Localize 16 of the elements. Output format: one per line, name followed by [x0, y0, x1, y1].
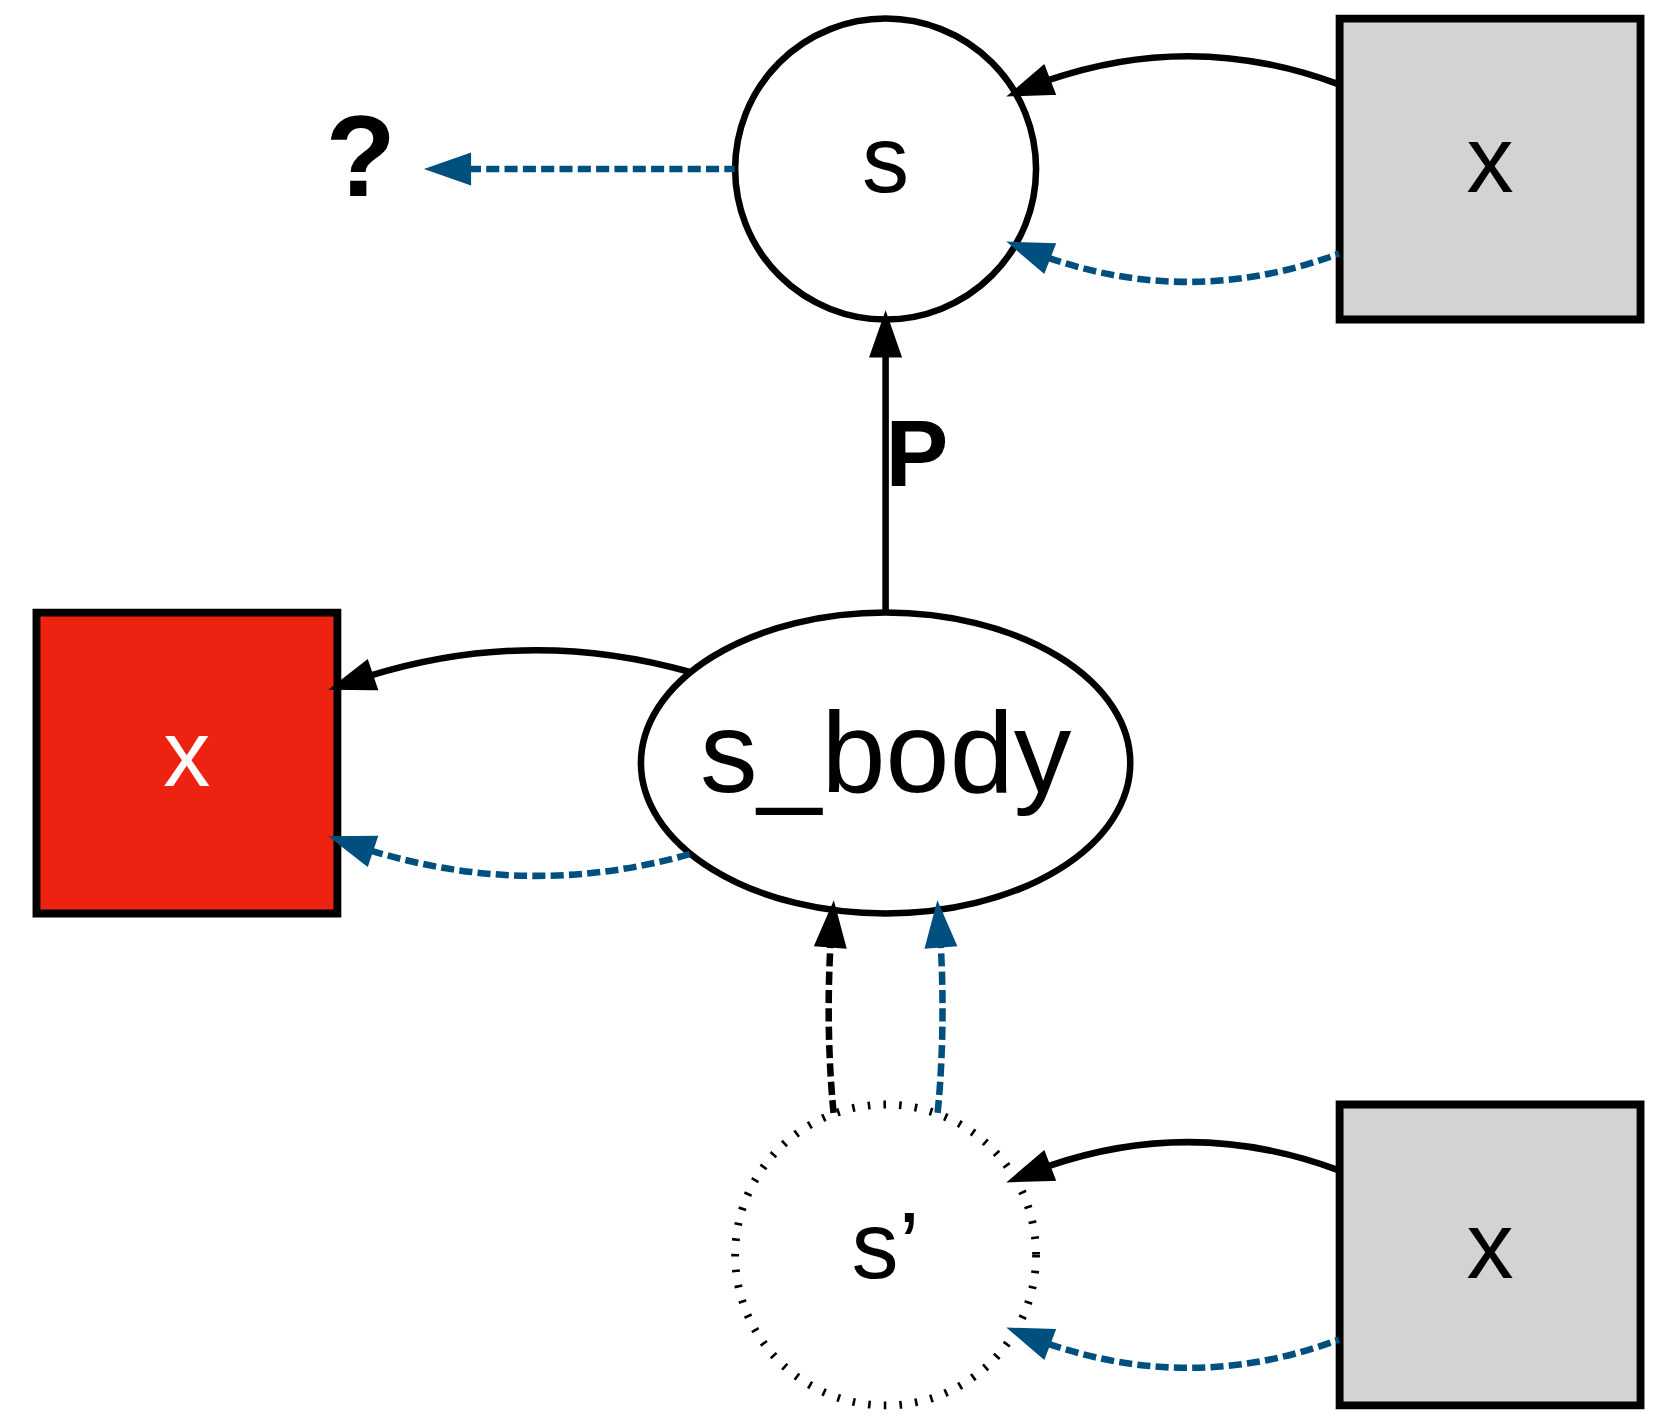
node-ellipse: s_body — [637, 609, 1134, 917]
arrow — [1005, 1327, 1340, 1372]
node-circle: s — [731, 15, 1039, 323]
node-circle: s’ — [730, 1100, 1040, 1410]
edge-label: P — [885, 401, 948, 507]
arrow — [868, 310, 902, 612]
node-box: x — [1335, 1100, 1644, 1410]
node-box: x — [32, 608, 341, 918]
arrow — [923, 900, 957, 1114]
node-box: x — [1335, 14, 1644, 324]
arrow — [423, 152, 735, 186]
arrow — [813, 900, 847, 1114]
arrow — [327, 646, 691, 691]
arrow — [327, 835, 691, 880]
node-text: ? — [325, 91, 396, 220]
arrow — [1005, 241, 1340, 286]
